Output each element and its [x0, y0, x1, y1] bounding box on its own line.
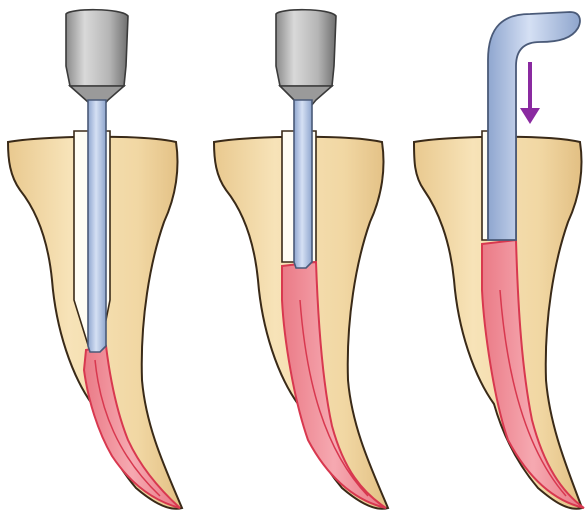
heated-plugger-tip — [294, 100, 312, 268]
down-arrow-icon — [520, 62, 540, 124]
handpiece-body — [66, 10, 128, 86]
panel-1 — [8, 10, 182, 509]
panel-2 — [214, 10, 388, 509]
handpiece-body — [276, 10, 336, 86]
panel-3 — [414, 12, 584, 509]
heated-plugger-tip — [88, 100, 106, 352]
